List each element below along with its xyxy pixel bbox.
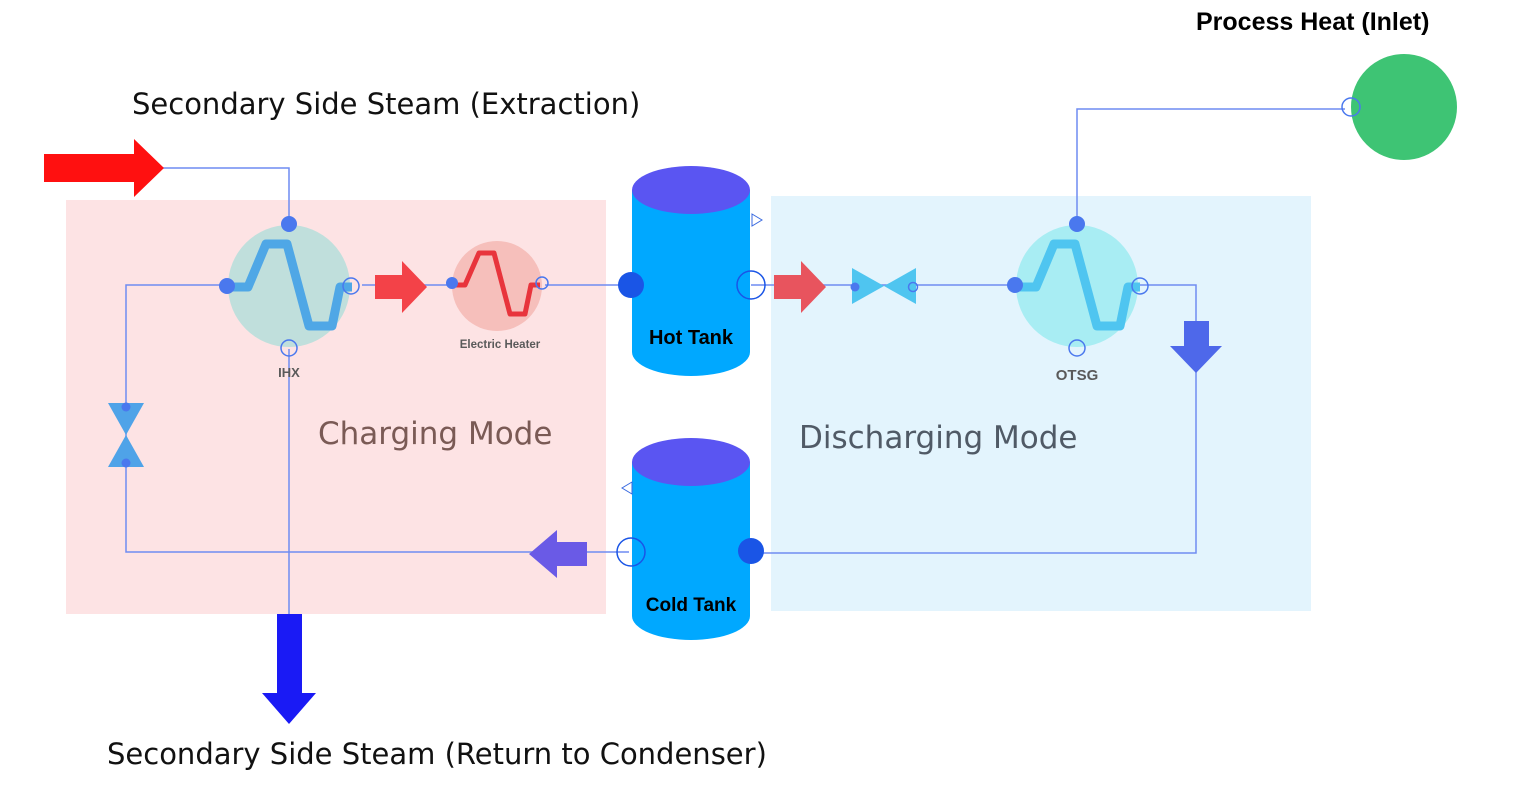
electric-heater-label: Electric Heater [460,339,541,351]
cold-tank-outlet-port [616,537,646,567]
return-label: Secondary Side Steam (Return to Condense… [107,737,767,771]
ihx-left-port [219,278,235,294]
cold-tank-label: Cold Tank [646,595,737,616]
process-heat-source[interactable] [1341,54,1457,160]
otsg-right-port [1131,277,1149,295]
cold-tank-vent-marker [621,481,633,495]
otsg-top-port [1069,216,1085,232]
cold-tank[interactable] [616,438,764,640]
heater-outlet-port [535,276,549,290]
otsg-bottom-port [1068,339,1086,357]
process-heat-line [1076,108,1345,222]
discharge-valve[interactable] [850,268,919,304]
otsg-left-port [1007,277,1023,293]
electric-heater[interactable] [446,241,549,331]
extraction-line [163,167,290,222]
steam-return-arrow [262,614,316,724]
cold-tank-inlet-port [738,538,764,564]
otsg-return-arrow [1170,321,1222,373]
process-heat-port [1341,97,1361,117]
extraction-label: Secondary Side Steam (Extraction) [132,87,640,121]
steam-inlet-arrow [44,139,164,197]
heater-inlet-port [446,277,458,289]
ihx-heat-exchanger[interactable] [219,216,360,357]
hot-tank[interactable] [618,166,766,376]
hot-tank-label: Hot Tank [649,327,734,349]
hot-tank-outlet-port [736,270,766,300]
hot-tank-inlet-port [618,272,644,298]
hot-tank-to-otsg-arrow [774,261,826,313]
charging-mode-label: Charging Mode [318,416,552,452]
otsg-steam-generator[interactable] [1007,216,1149,357]
process-heat-label: Process Heat (Inlet) [1196,8,1429,36]
ihx-to-heater-arrow [375,261,427,313]
discharging-mode-label: Discharging Mode [799,420,1077,456]
ihx-right-port [342,277,360,295]
ihx-label: IHX [278,365,300,380]
ihx-top-port [281,216,297,232]
hot-tank-vent-marker [751,213,763,227]
ihx-bottom-port [280,339,298,357]
otsg-label: OTSG [1056,367,1099,384]
charging-valve[interactable] [108,402,144,468]
otsg-to-cold-tank-line [752,284,1197,554]
cold-tank-outlet-arrow [529,530,587,578]
